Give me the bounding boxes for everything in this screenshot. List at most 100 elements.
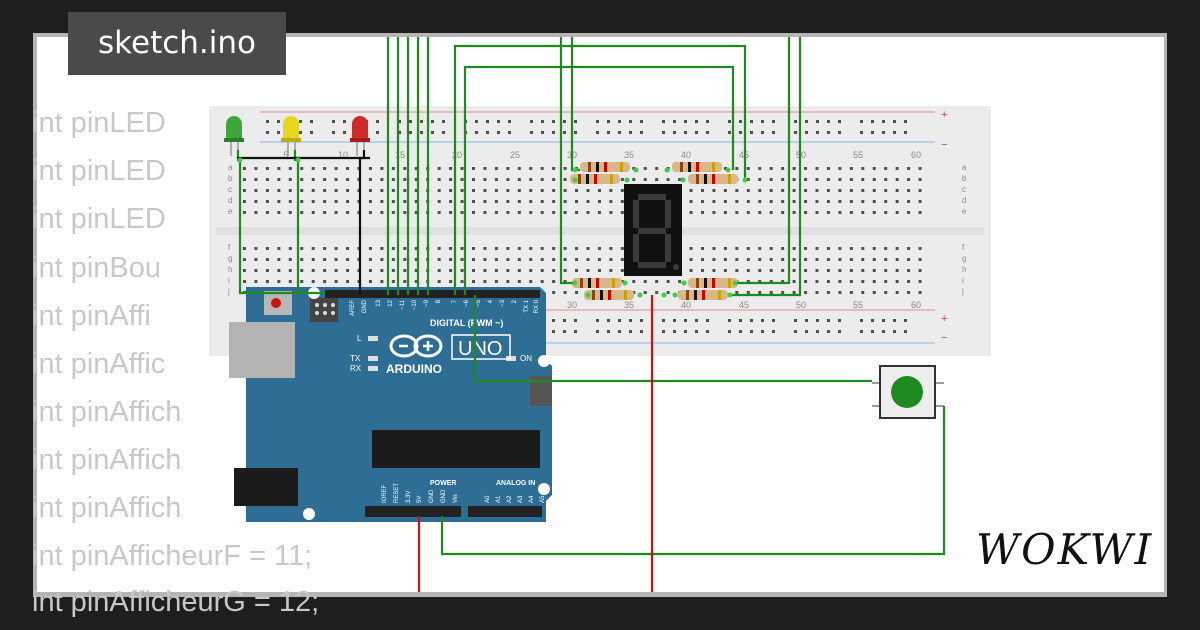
column-number: 50: [796, 300, 806, 310]
column-number: 45: [739, 300, 749, 310]
power-jack: [234, 468, 298, 506]
pin-label: RX 0: [534, 299, 540, 313]
resistor[interactable]: [580, 162, 630, 172]
on-label: ON: [520, 354, 532, 363]
analog-pin-label: A5: [540, 495, 546, 503]
row-letter: j: [227, 287, 230, 296]
arduino-uno-board[interactable]: AREF GND 13 12 ~11 ~10 ~9 8 7 ~6 ~5 4 ~3…: [229, 287, 552, 522]
led-green[interactable]: [224, 116, 244, 156]
row-letter: g: [228, 254, 232, 263]
power-label: POWER: [430, 480, 456, 487]
row-letter: g: [962, 254, 966, 263]
column-number: 10: [338, 150, 348, 160]
pin-label: ~3: [500, 299, 506, 307]
pin-label: 4: [488, 299, 494, 303]
pin-label: TX 1: [524, 299, 530, 312]
code-line: int pinAfficheurF = 11;: [32, 540, 313, 572]
led-label: TX: [350, 354, 361, 363]
digital-label: DIGITAL (PWM ~): [430, 318, 503, 328]
digital-header[interactable]: [325, 290, 540, 298]
column-number: 55: [853, 300, 863, 310]
column-number: 15: [395, 150, 405, 160]
pin-label: 2: [512, 299, 518, 303]
resistor[interactable]: [584, 290, 634, 300]
row-letter: c: [228, 185, 232, 194]
column-number: 35: [624, 150, 634, 160]
row-letter: i: [228, 276, 230, 285]
resistor[interactable]: [688, 278, 738, 288]
power-pin-label: 3.3V: [406, 491, 412, 503]
column-number: 20: [452, 150, 462, 160]
led-label: L: [357, 334, 362, 343]
row-letter: a: [228, 163, 233, 172]
code-line: int pinLED: [32, 107, 166, 139]
pin-label: ~10: [412, 299, 418, 310]
seven-segment-display[interactable]: [624, 184, 682, 276]
code-line: int pinBou: [32, 252, 161, 284]
pin-label: 12: [388, 299, 394, 306]
row-letter: e: [228, 207, 233, 216]
pin-label: ~6: [464, 299, 470, 307]
row-letter: f: [228, 243, 231, 252]
column-number: 40: [681, 300, 691, 310]
wokwi-logo: WOKWI: [976, 525, 1154, 574]
resistor[interactable]: [678, 290, 728, 300]
microcontroller-chip: [372, 430, 540, 468]
row-letter: f: [962, 243, 965, 252]
push-button[interactable]: [872, 365, 944, 419]
pin-label: 13: [376, 299, 382, 306]
row-letter: c: [962, 185, 966, 194]
row-letter: d: [228, 196, 232, 205]
column-number: 5: [283, 150, 288, 160]
power-pin-label: GND: [441, 489, 447, 503]
analog-pin-label: A4: [529, 495, 535, 503]
power-header[interactable]: [365, 506, 461, 517]
analog-pin-label: A3: [518, 495, 524, 503]
pin-label: ~11: [400, 299, 406, 309]
pin-label: ~9: [424, 299, 430, 307]
code-line: int pinAffic: [32, 348, 166, 380]
code-line: int pinAffich: [32, 396, 182, 428]
resistor[interactable]: [570, 174, 620, 184]
power-pin-label: GND: [429, 489, 435, 503]
pin-label: GND: [362, 299, 368, 313]
row-letter: j: [961, 287, 964, 296]
analog-label: ANALOG IN: [496, 480, 535, 487]
column-number: 25: [510, 150, 520, 160]
column-number: 30: [567, 300, 577, 310]
wire-endpoints: [237, 157, 748, 298]
row-letter: b: [962, 174, 967, 183]
rail-minus-label: −: [941, 332, 947, 344]
column-number: 35: [624, 300, 634, 310]
wires: [236, 37, 946, 592]
column-number: 60: [911, 150, 921, 160]
resistor[interactable]: [688, 174, 738, 184]
row-letter: h: [962, 265, 966, 274]
code-line: int pinAfficheurG = 12;: [32, 586, 320, 618]
rail-plus-label: +: [941, 313, 947, 325]
pin-label: 8: [436, 299, 442, 303]
arduino-brand-label: ARDUINO: [386, 362, 442, 376]
analog-header[interactable]: [468, 506, 542, 517]
analog-pin-label: A0: [485, 495, 491, 503]
code-line: int pinAffich: [32, 444, 182, 476]
power-pin-label: Vin: [453, 494, 459, 503]
rail-plus-label: +: [941, 109, 947, 121]
led-label: RX: [350, 364, 362, 373]
resistor[interactable]: [572, 278, 622, 288]
arduino-model-label: UNO: [458, 338, 502, 360]
rail-minus-label: −: [941, 139, 947, 151]
analog-pin-label: A2: [507, 495, 513, 503]
sketch-file-title: sketch.ino: [68, 12, 286, 75]
code-line: int pinAffich: [32, 492, 182, 524]
analog-pin-label: A1: [496, 495, 502, 503]
pin-label: ~5: [476, 299, 482, 307]
row-letter: d: [962, 196, 966, 205]
power-pin-label: 5V: [417, 496, 423, 503]
pin-label: 7: [452, 299, 458, 303]
arduino-logo-icon: [389, 334, 443, 358]
resistor[interactable]: [672, 162, 722, 172]
code-line: int pinLED: [32, 155, 166, 187]
power-pin-label: RESET: [394, 483, 400, 503]
